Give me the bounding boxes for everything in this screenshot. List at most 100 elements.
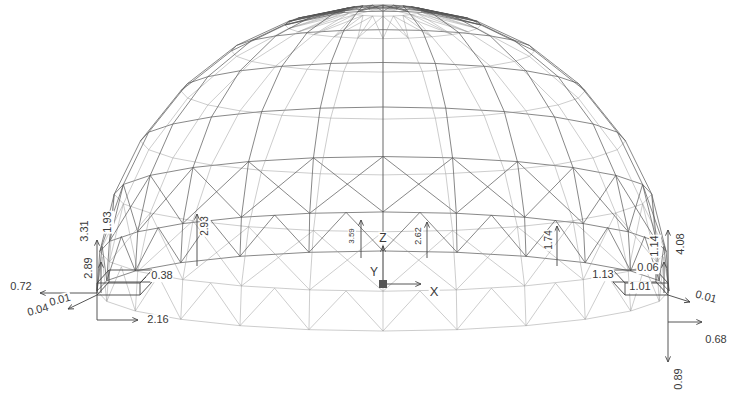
dome-member [358, 16, 373, 38]
dome-member [289, 28, 299, 31]
dome-member [193, 168, 241, 218]
dome-member [456, 213, 458, 252]
dome-member [573, 221, 628, 272]
dome-member [526, 111, 555, 165]
dome-member [383, 8, 384, 16]
dome-member [150, 158, 173, 213]
dome-member [420, 212, 457, 252]
dome-member [249, 170, 262, 226]
reaction-value: 0.89 [673, 367, 685, 390]
dome-member [107, 301, 136, 311]
dome-member [517, 221, 573, 227]
dome-member [355, 7, 383, 8]
dome-member [390, 6, 393, 7]
dome-member [314, 35, 334, 37]
dome-member [578, 83, 617, 132]
dome-member [468, 18, 515, 40]
dome-member [331, 30, 344, 63]
dome-member [363, 15, 373, 17]
dome-member [211, 71, 240, 117]
dome-member [310, 232, 383, 290]
dome-member [97, 291, 107, 301]
dome-member [241, 162, 248, 218]
dome-member [608, 227, 631, 271]
force-arrow [97, 320, 138, 321]
dome-member [307, 69, 344, 71]
dome-member [379, 6, 383, 7]
dome-member [181, 280, 183, 320]
force-arrow [427, 222, 428, 258]
dome-member [383, 174, 446, 175]
dome-member [432, 37, 459, 69]
dome-member [417, 12, 421, 13]
dome-member [525, 217, 526, 256]
dome-member [173, 117, 212, 124]
dome-member [422, 71, 435, 118]
dome-member [417, 8, 477, 22]
dome-member [376, 10, 380, 11]
dome-member [432, 35, 452, 37]
dome-member [573, 168, 583, 224]
dome-member [411, 15, 452, 35]
dome-member [383, 118, 435, 120]
dome-member [298, 7, 355, 18]
dome-member [526, 283, 555, 326]
dome-member [411, 13, 417, 14]
dome-member [573, 221, 583, 280]
dome-member [490, 61, 514, 65]
dome-member [390, 9, 393, 10]
reaction-arrows [40, 214, 702, 362]
dome-member [383, 71, 422, 73]
dome-member [555, 165, 574, 221]
dome-member [183, 221, 193, 280]
dome-member [310, 231, 314, 290]
dome-member [241, 227, 248, 286]
dome-member [617, 141, 625, 150]
reaction-value: 0.68 [704, 334, 727, 346]
dome-member [208, 61, 252, 104]
dome-member [423, 11, 478, 22]
dome-member [394, 6, 396, 7]
dome-member [334, 37, 358, 38]
dome-member [309, 291, 346, 330]
dome-member [423, 11, 478, 29]
dome-member [346, 291, 383, 331]
dome-member [282, 33, 307, 67]
dome-member [457, 252, 526, 256]
dome-member [481, 25, 535, 51]
dome-member [585, 227, 607, 262]
dome-member [459, 33, 484, 67]
dome-member [411, 15, 432, 37]
force-arrow [668, 230, 669, 293]
dome-member [529, 56, 578, 98]
dome-member [435, 115, 484, 118]
dome-member [358, 16, 383, 38]
axis-triad [379, 246, 421, 288]
dome-member [555, 158, 594, 165]
dome-member [421, 12, 480, 25]
dome-member [514, 56, 529, 61]
dome-member [150, 168, 193, 176]
dome-member [558, 105, 593, 158]
reaction-value: 1.14 [649, 234, 661, 257]
force-arrow [664, 262, 665, 293]
dome-member [529, 45, 578, 83]
dome-member [121, 267, 135, 311]
dome-member [491, 288, 526, 325]
axis-label: Y [369, 266, 379, 279]
dome-member [368, 8, 370, 10]
dome-member [517, 162, 524, 218]
reaction-value: 1.93 [102, 210, 114, 233]
dome-member [320, 63, 330, 108]
dome-member [100, 194, 114, 251]
dome-member [231, 25, 285, 51]
dome-member [309, 251, 383, 252]
dome-member [583, 280, 585, 320]
dome-member [558, 77, 593, 124]
dome-member [240, 215, 275, 256]
dome-member [310, 157, 383, 214]
dome-member [368, 7, 370, 9]
leader-line [140, 277, 146, 283]
dome-member [383, 16, 408, 38]
